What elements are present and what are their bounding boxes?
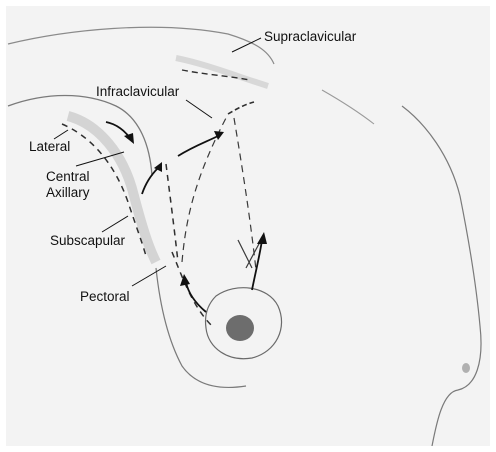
leader-lateral xyxy=(54,130,68,139)
ascending-vessel-right xyxy=(234,118,256,270)
label-subscapular: Subscapular xyxy=(50,234,125,249)
label-central: Central xyxy=(46,170,90,185)
leader-infraclavicular xyxy=(186,100,212,118)
tumor xyxy=(226,315,254,341)
arrowheads xyxy=(124,131,267,286)
arrow-pectoral xyxy=(186,282,206,312)
arrowhead-lateral xyxy=(124,133,134,144)
ascending-vessel-left xyxy=(182,118,226,262)
shoulder-contour xyxy=(8,27,274,64)
sternum-contour xyxy=(322,90,374,124)
infraclavicular-chain xyxy=(228,102,254,114)
arrow-central xyxy=(142,168,158,194)
label-supraclavicular: Supraclavicular xyxy=(264,30,356,45)
right-breast-contour xyxy=(402,106,481,446)
arrowhead-internal xyxy=(257,232,267,244)
label-pectoral: Pectoral xyxy=(80,290,130,305)
neck-shadow xyxy=(176,58,268,86)
leader-subscapular xyxy=(102,216,128,232)
label-lateral: Lateral xyxy=(29,140,70,155)
label-infraclavicular: Infraclavicular xyxy=(96,85,179,100)
diagram-frame: Supraclavicular Infraclavicular Lateral … xyxy=(6,6,490,446)
label-axillary: Axillary xyxy=(46,186,90,201)
leader-pectoral xyxy=(132,266,166,286)
arrowhead-infraclavicular xyxy=(214,131,224,140)
lymph-node-illustration xyxy=(6,6,490,446)
right-nipple xyxy=(462,363,470,373)
central-axillary-chain xyxy=(166,164,178,262)
